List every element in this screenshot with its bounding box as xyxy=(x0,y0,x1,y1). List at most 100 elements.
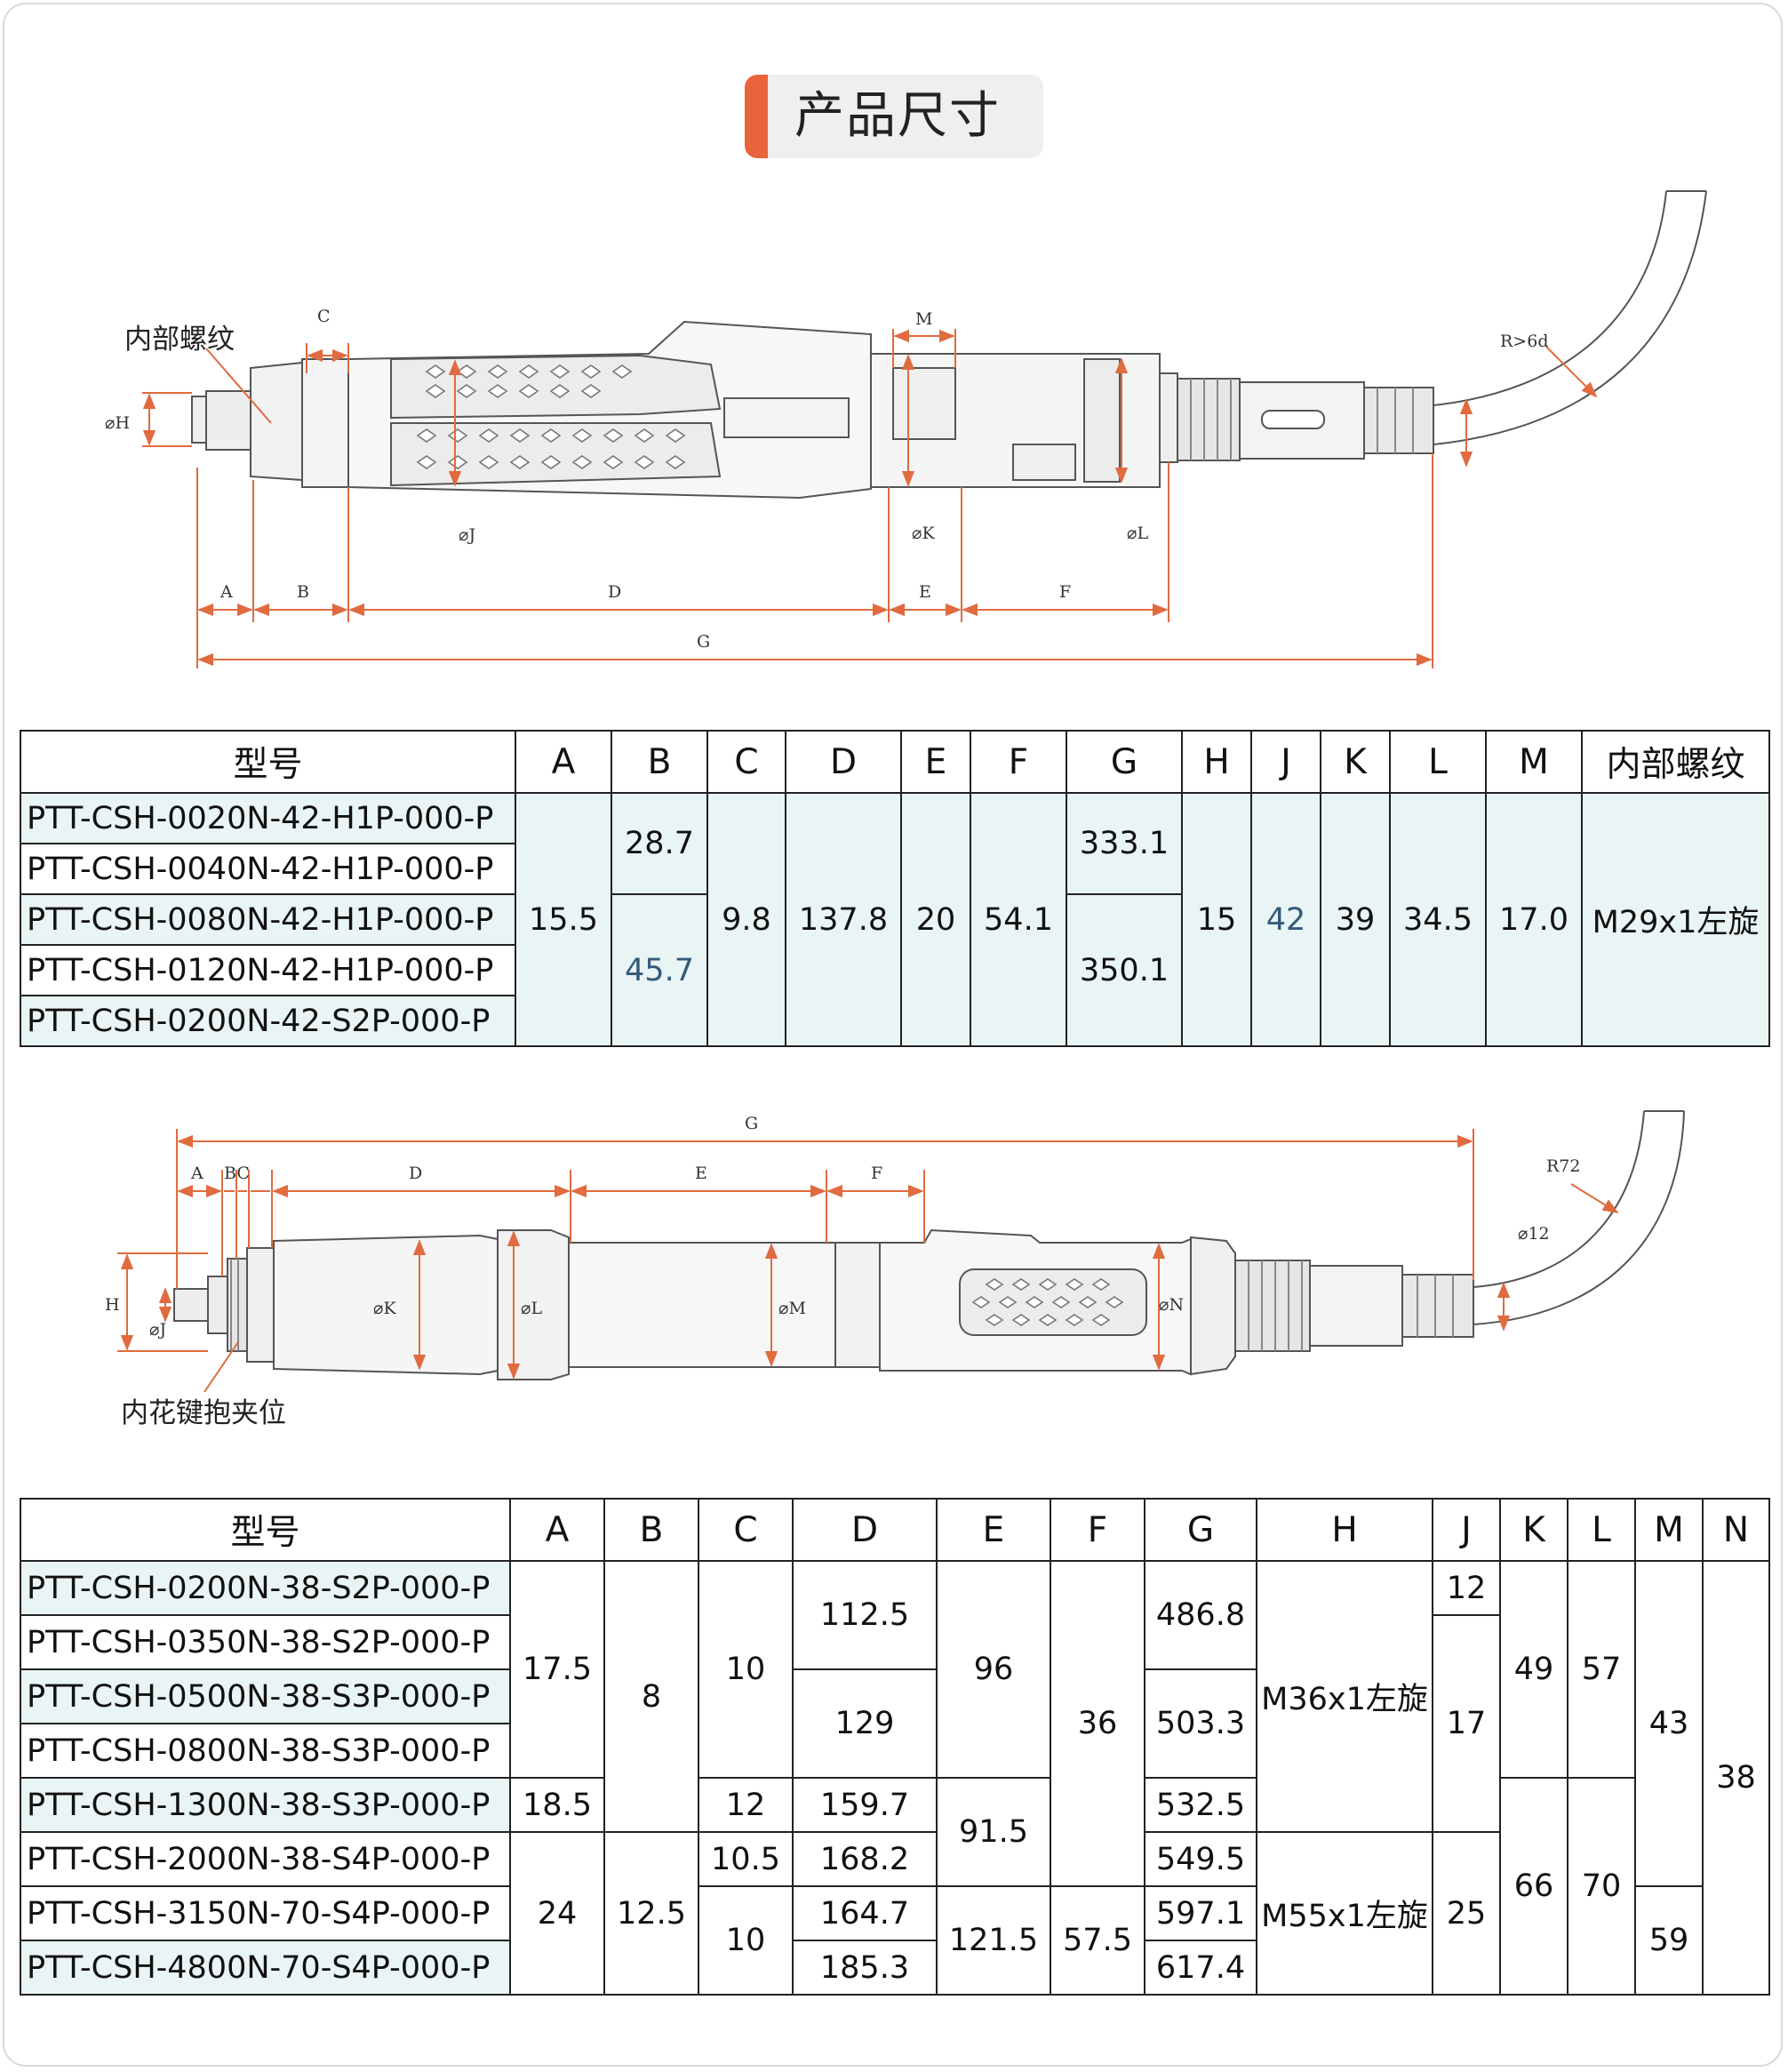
t1-G2: 350.1 xyxy=(1066,893,1183,1047)
t1-h-H: H xyxy=(1181,730,1252,794)
label2-d12: ⌀12 xyxy=(1518,1224,1550,1244)
table-row: PTT-CSH-1300N-38-S3P-000-P 18.5 12 159.7… xyxy=(20,1777,1769,1996)
t2-K1: 49 xyxy=(1499,1560,1568,1779)
t2-K2: 66 xyxy=(1499,1777,1568,1996)
t2-model-3: PTT-CSH-0500N-38-S3P-000-P xyxy=(20,1668,511,1724)
t2-h-model: 型号 xyxy=(20,1498,511,1562)
t2-D5: 164.7 xyxy=(792,1885,938,1941)
t1-K: 39 xyxy=(1320,792,1391,1047)
table-row: PTT-CSH-0200N-42-S2P-000-P xyxy=(20,995,1769,1047)
t2-model-5: PTT-CSH-1300N-38-S3P-000-P xyxy=(20,1777,511,1833)
section-title: 产品尺寸 xyxy=(745,75,1043,158)
table-row: PTT-CSH-0800N-38-S3P-000-P xyxy=(20,1723,1769,1779)
label2-spline: 内花键抱夹位 xyxy=(121,1397,286,1429)
t1-G1: 333.1 xyxy=(1066,792,1183,895)
t1-h-E: E xyxy=(900,730,971,794)
t2-M2: 59 xyxy=(1634,1885,1704,1996)
t1-model-1: PTT-CSH-0020N-42-H1P-000-P xyxy=(20,792,516,844)
t2-C2: 12 xyxy=(698,1777,794,1833)
t1-F: 54.1 xyxy=(970,792,1067,1047)
t2-G1: 486.8 xyxy=(1144,1560,1257,1670)
t2-J1: 12 xyxy=(1432,1560,1501,1616)
t1-J: 42 xyxy=(1250,792,1321,1047)
table-row: PTT-CSH-0200N-38-S2P-000-P 17.5 8 10 112… xyxy=(20,1560,1770,1996)
table-row: PTT-CSH-0080N-42-H1P-000-P 45.7 350.1 xyxy=(20,893,1769,1047)
t2-h-L: L xyxy=(1567,1498,1636,1562)
title-accent-bar xyxy=(745,75,768,158)
t2-A3: 24 xyxy=(509,1831,605,1996)
t2-J3: 25 xyxy=(1432,1831,1501,1996)
t1-h-D: D xyxy=(785,730,902,794)
title-text: 产品尺寸 xyxy=(794,87,1001,145)
label-internal-thread: 内部螺纹 xyxy=(124,324,235,356)
t2-L1: 57 xyxy=(1567,1560,1636,1779)
table-row: PTT-CSH-0350N-38-S2P-000-P 17 xyxy=(20,1614,1769,1833)
label-R: R>6d xyxy=(1500,332,1548,351)
drawing-2: G A BC D E F R72 ⌀12 H ⌀J ⌀K ⌀L ⌀M ⌀N 内花… xyxy=(105,1110,1685,1429)
t2-h-E: E xyxy=(936,1498,1051,1562)
table-row: PTT-CSH-3150N-70-S4P-000-P 10 164.7 121.… xyxy=(20,1885,1769,1996)
t2-h-M: M xyxy=(1634,1498,1704,1562)
label2-D: D xyxy=(409,1164,422,1183)
t2-model-7: PTT-CSH-3150N-70-S4P-000-P xyxy=(20,1885,511,1941)
table1-header-row: 型号 A B C D E F G H J K L M 内部螺纹 xyxy=(20,730,1770,794)
label-K: ⌀K xyxy=(912,524,935,543)
label-B: B xyxy=(297,582,309,602)
t1-h-L: L xyxy=(1389,730,1487,794)
t2-model-4: PTT-CSH-0800N-38-S3P-000-P xyxy=(20,1723,511,1779)
t2-C4: 10 xyxy=(698,1885,794,1996)
t2-B2: 12.5 xyxy=(603,1831,699,1996)
label-E: E xyxy=(919,582,931,602)
t2-E3: 121.5 xyxy=(936,1885,1051,1996)
t2-G6: 617.4 xyxy=(1144,1940,1257,1996)
spec-table-1: 型号 A B C D E F G H J K L M 内部螺纹 PTT-CSH-… xyxy=(20,730,1770,1047)
label2-E: E xyxy=(695,1164,707,1183)
label2-BC: BC xyxy=(224,1164,250,1183)
t1-h-K: K xyxy=(1320,730,1391,794)
label2-F: F xyxy=(871,1164,882,1183)
t2-N: 38 xyxy=(1702,1560,1770,1996)
label-J: ⌀J xyxy=(459,525,475,545)
table-row: PTT-CSH-0120N-42-H1P-000-P xyxy=(20,944,1769,996)
label-D: D xyxy=(608,582,621,602)
t1-model-4: PTT-CSH-0120N-42-H1P-000-P xyxy=(20,944,516,996)
label2-R: R72 xyxy=(1546,1156,1580,1176)
t1-D: 137.8 xyxy=(785,792,902,1047)
label-M: M xyxy=(915,309,932,329)
table-row: PTT-CSH-2000N-38-S4P-000-P 24 12.5 10.5 … xyxy=(20,1831,1769,1996)
t2-h-D: D xyxy=(792,1498,938,1562)
t2-h-H: H xyxy=(1256,1498,1433,1562)
t1-M: 17.0 xyxy=(1485,792,1583,1047)
t1-model-2: PTT-CSH-0040N-42-H1P-000-P xyxy=(20,843,516,895)
t2-F1: 36 xyxy=(1050,1560,1145,1887)
table-row: PTT-CSH-4800N-70-S4P-000-P 185.3 617.4 xyxy=(20,1940,1769,1996)
t2-G4: 549.5 xyxy=(1144,1831,1257,1887)
t2-model-6: PTT-CSH-2000N-38-S4P-000-P xyxy=(20,1831,511,1887)
t2-h-J: J xyxy=(1432,1498,1501,1562)
t2-h-B: B xyxy=(603,1498,699,1562)
t2-D6: 185.3 xyxy=(792,1940,938,1996)
t2-h-A: A xyxy=(509,1498,605,1562)
label2-A: A xyxy=(190,1164,204,1183)
t2-G5: 597.1 xyxy=(1144,1885,1257,1941)
t2-L2: 70 xyxy=(1567,1777,1636,1996)
t2-D1: 112.5 xyxy=(792,1560,938,1670)
label2-N: ⌀N xyxy=(1159,1295,1184,1315)
t1-B2: 45.7 xyxy=(611,893,708,1047)
label-C: C xyxy=(317,307,331,326)
t2-model-2: PTT-CSH-0350N-38-S2P-000-P xyxy=(20,1614,511,1670)
t1-thread: M29x1左旋 xyxy=(1581,792,1770,1047)
t1-B1: 28.7 xyxy=(611,792,708,895)
t2-E2: 91.5 xyxy=(936,1777,1051,1887)
label2-K: ⌀K xyxy=(373,1299,396,1318)
t2-H1: M36x1左旋 xyxy=(1256,1560,1433,1833)
t2-C1: 10 xyxy=(698,1560,794,1779)
label2-G: G xyxy=(745,1114,758,1133)
t1-E: 20 xyxy=(900,792,971,1047)
label-A: A xyxy=(220,582,233,602)
t1-model-3: PTT-CSH-0080N-42-H1P-000-P xyxy=(20,893,516,946)
table-row: PTT-CSH-0500N-38-S3P-000-P 129 503.3 xyxy=(20,1668,1769,1779)
label-F: F xyxy=(1059,582,1071,602)
table-row: PTT-CSH-0040N-42-H1P-000-P xyxy=(20,843,1769,895)
t2-h-F: F xyxy=(1050,1498,1145,1562)
